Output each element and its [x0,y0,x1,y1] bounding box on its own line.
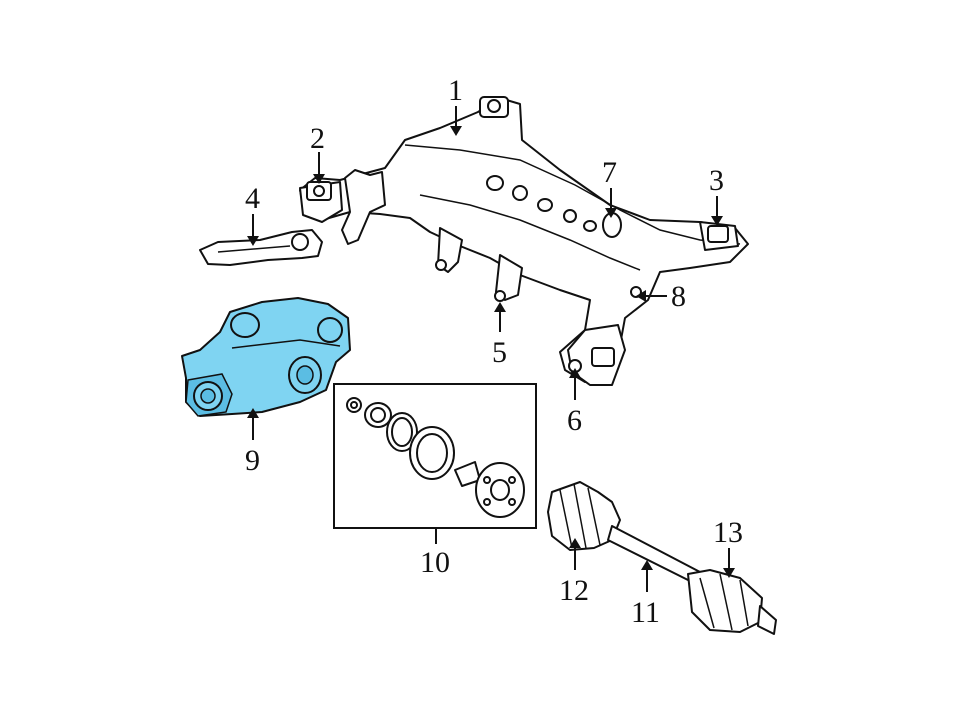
arrowhead-7 [605,208,617,218]
arrowhead-2 [313,174,325,184]
arrowheads [247,126,735,578]
arrowhead-12 [569,538,581,548]
subframe[interactable] [299,96,749,386]
callout-2: 2 [310,122,325,155]
callout-12: 12 [559,574,589,607]
arrowhead-8 [636,290,646,302]
axle-shaft[interactable] [547,481,777,635]
callout-6: 6 [567,404,582,437]
arrowhead-11 [641,560,653,570]
arrowhead-4 [247,236,259,246]
arrowhead-5 [494,302,506,312]
cv-joint-kit-10[interactable] [333,383,537,529]
callout-13: 13 [713,516,743,549]
arrowhead-6 [569,368,581,378]
callout-7: 7 [602,156,617,189]
callout-labels: 1 2 3 4 5 6 7 8 9 10 11 12 13 [245,74,743,629]
callout-5: 5 [492,336,507,369]
arrowhead-3 [711,216,723,226]
arm-4[interactable] [199,229,323,266]
callout-11: 11 [631,596,660,629]
callout-3: 3 [709,164,724,197]
differential-9[interactable] [181,297,351,417]
callout-10: 10 [420,546,450,579]
arrowhead-9 [247,408,259,418]
callout-1: 1 [448,74,463,107]
callout-4: 4 [245,182,260,215]
arrowhead-1 [450,126,462,136]
callout-8: 8 [671,280,686,313]
mount-bushing-2[interactable] [299,181,343,223]
arrowhead-13 [723,568,735,578]
callout-9: 9 [245,444,260,477]
